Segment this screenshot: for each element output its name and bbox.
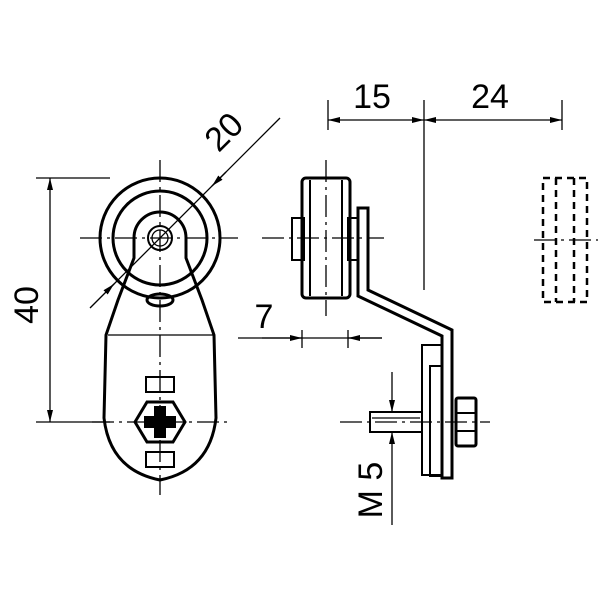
hub bbox=[291, 217, 305, 261]
lever-arm bbox=[102, 210, 218, 482]
dim-widths: 15 24 bbox=[327, 78, 563, 290]
bent-lever bbox=[356, 206, 454, 480]
end-view bbox=[534, 176, 598, 304]
dim-label-height: 40 bbox=[8, 286, 46, 324]
clamp-plate bbox=[421, 344, 443, 476]
side-view bbox=[262, 160, 490, 480]
dim-thread: M 5 bbox=[352, 372, 395, 525]
dim-label-24: 24 bbox=[471, 78, 509, 116]
dim-height: 40 bbox=[8, 177, 110, 423]
dim-label-diameter: 20 bbox=[197, 105, 251, 159]
front-view bbox=[80, 160, 238, 495]
dim-offset: 7 bbox=[238, 298, 382, 348]
hex-nut bbox=[133, 400, 187, 444]
dim-label-thread: M 5 bbox=[352, 462, 390, 519]
dim-label-15: 15 bbox=[353, 78, 391, 116]
dim-label-7: 7 bbox=[255, 298, 274, 336]
